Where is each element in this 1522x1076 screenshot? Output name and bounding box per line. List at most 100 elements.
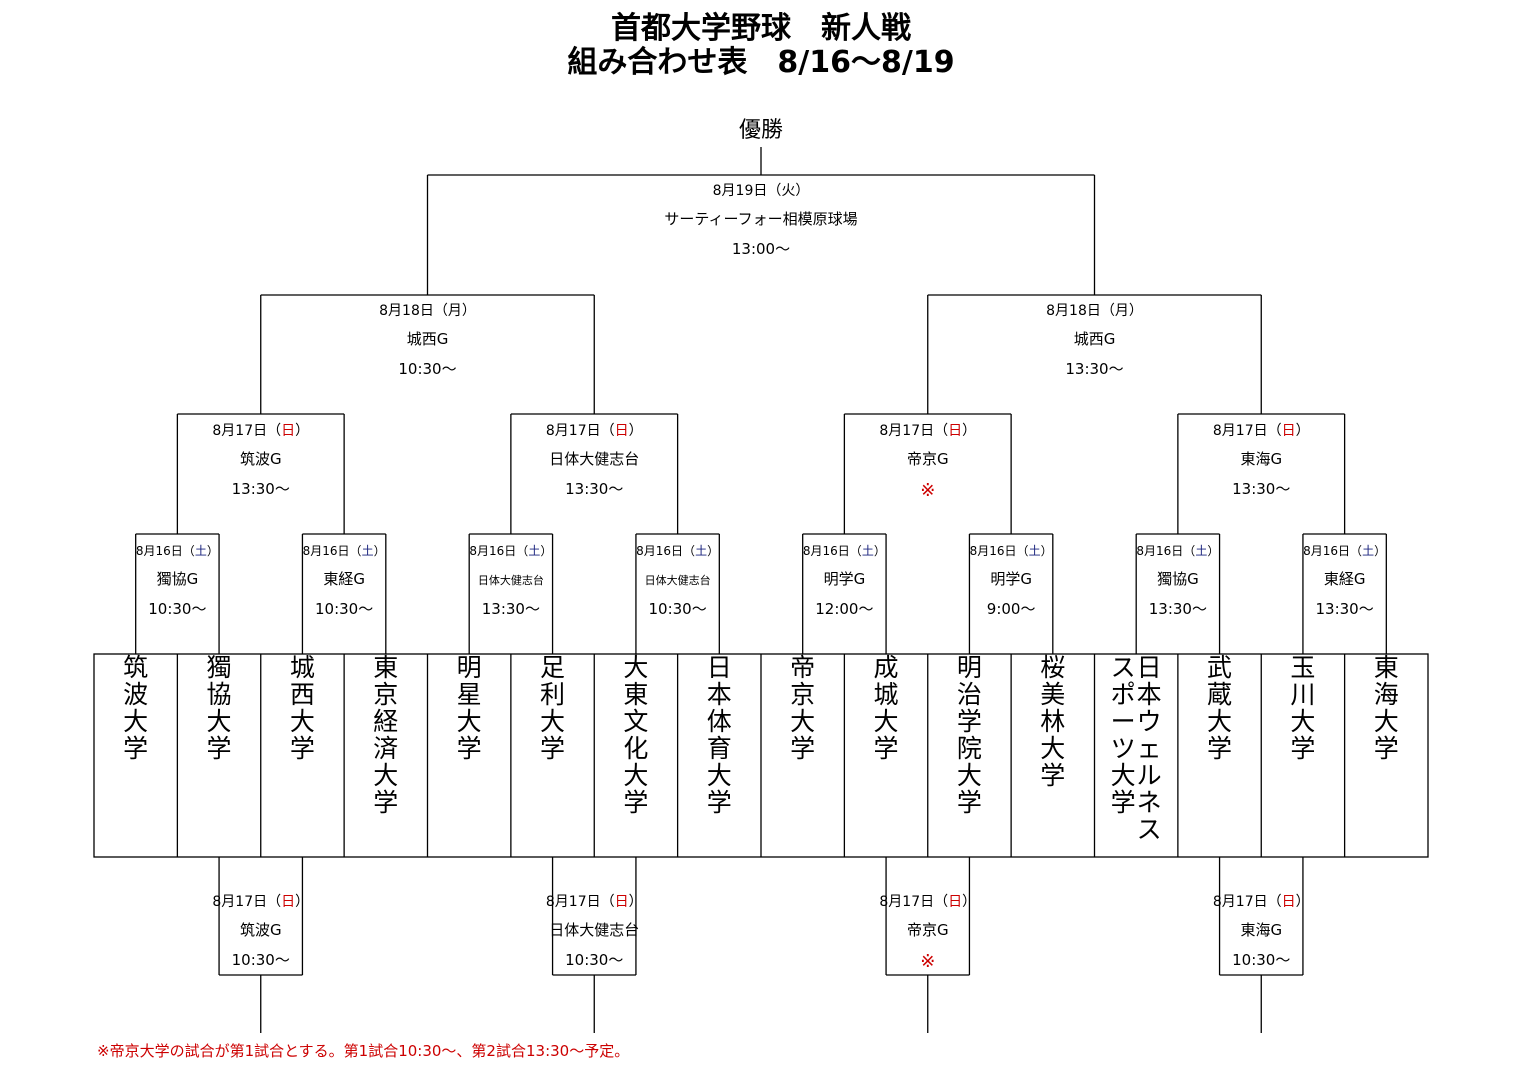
match-date-text: 8月17日（ — [212, 423, 281, 439]
team-name-char: 学 — [874, 734, 899, 763]
match-date: 8月17日（日） — [879, 423, 976, 439]
team-name-char: ポ — [1111, 680, 1136, 709]
team-name-char: 大 — [540, 707, 565, 736]
match-weekday: 土 — [1362, 544, 1374, 558]
team-name-char: ツ — [1111, 734, 1136, 763]
match-note: ※ — [920, 480, 935, 501]
match-date-close: ） — [962, 423, 976, 439]
match-venue: 日体大健志台 — [645, 573, 711, 587]
team-name-char: 蔵 — [1207, 680, 1232, 709]
match-time: 12:00～ — [815, 600, 873, 618]
match-weekday: 日 — [615, 423, 629, 439]
match-date-close: ） — [295, 423, 309, 439]
match-time: 10:30～ — [649, 600, 707, 618]
team-name-char: 学 — [1374, 734, 1399, 763]
match-venue: 城西G — [1074, 330, 1116, 348]
match-time: 10:30～ — [1232, 951, 1290, 969]
team-name-char: 大 — [957, 761, 982, 790]
team-name-char: 本 — [1137, 680, 1162, 709]
team-name-char: 学 — [957, 788, 982, 817]
team-name-char: ウ — [1137, 707, 1162, 736]
match-time: 13:30～ — [232, 480, 290, 498]
team-name-char: 学 — [1207, 734, 1232, 763]
match-weekday: 土 — [528, 544, 540, 558]
team-name-char: 城 — [874, 680, 899, 709]
match-time: 13:30～ — [565, 480, 623, 498]
match-date-close: ） — [540, 544, 552, 558]
team-name-char: 学 — [1040, 761, 1065, 790]
team-name-char: 大 — [373, 761, 398, 790]
team-name-char: 波 — [123, 680, 148, 709]
match-weekday: 月 — [1115, 303, 1129, 319]
team-name-char: 東 — [373, 653, 398, 682]
match-weekday: 日 — [948, 894, 962, 910]
match-date: 8月17日（日） — [1213, 423, 1310, 439]
match-date: 8月16日（土） — [1136, 544, 1219, 558]
match-time: 9:00～ — [987, 600, 1036, 618]
team-name-char: 学 — [373, 788, 398, 817]
team-name-char: 大 — [123, 707, 148, 736]
match-date-close: ） — [795, 183, 809, 199]
match-date-text: 8月16日（ — [1303, 544, 1362, 558]
match-weekday: 日 — [281, 423, 295, 439]
team-name-char: 学 — [207, 734, 232, 763]
match-venue: 日体大健志台 — [478, 573, 544, 587]
team-name-char: 海 — [1374, 680, 1399, 709]
match-date: 8月18日（月） — [379, 303, 476, 319]
team-name-char: 学 — [1111, 788, 1136, 817]
match-date-close: ） — [962, 894, 976, 910]
match-date-text: 8月16日（ — [469, 544, 528, 558]
team-name-char: 学 — [957, 707, 982, 736]
match-date: 8月17日（日） — [212, 423, 309, 439]
match-time: 10:30～ — [565, 951, 623, 969]
match-date: 8月16日（土） — [136, 544, 219, 558]
match-date-close: ） — [1041, 544, 1053, 558]
match-venue: 筑波G — [240, 921, 282, 939]
team-name-char: 東 — [1374, 653, 1399, 682]
team-name-char: 明 — [957, 653, 982, 682]
match-date: 8月16日（土） — [803, 544, 886, 558]
match-labels: 8月16日（土）獨協G10:30～8月16日（土）東経G10:30～8月16日（… — [136, 183, 1386, 972]
team-name-char: 大 — [1290, 707, 1315, 736]
match-time: 13:30～ — [1149, 600, 1207, 618]
team-name-char: ー — [1111, 707, 1136, 736]
team-name-char: 明 — [457, 653, 482, 682]
team-name-char: 大 — [207, 707, 232, 736]
match-time: 10:30～ — [398, 360, 456, 378]
match-date-close: ） — [1207, 544, 1219, 558]
footnote: ※帝京大学の試合が第1試合とする。第1試合10:30～、第2試合13:30～予定… — [97, 1042, 629, 1060]
team-name-char: 桜 — [1040, 653, 1065, 682]
match-date: 8月16日（土） — [636, 544, 719, 558]
team-name-char: 筑 — [123, 653, 148, 682]
match-venue: 帝京G — [907, 921, 949, 939]
match-date-close: ） — [1374, 544, 1386, 558]
match-date-close: ） — [1296, 423, 1310, 439]
team-name-char: 済 — [373, 734, 398, 763]
match-date: 8月16日（土） — [1303, 544, 1386, 558]
match-venue: 獨協G — [157, 570, 199, 588]
bracket-lines — [93, 147, 1429, 1033]
team-name-char: ネ — [1137, 788, 1162, 817]
match-date-close: ） — [462, 303, 476, 319]
match-date-close: ） — [1129, 303, 1143, 319]
match-venue: 日体大健志台 — [549, 450, 639, 468]
match-date-text: 8月16日（ — [1136, 544, 1195, 558]
team-name-char: 大 — [457, 707, 482, 736]
team-name-char: 武 — [1207, 653, 1232, 682]
champion-label: 優勝 — [739, 118, 783, 143]
match-venue: 帝京G — [907, 450, 949, 468]
match-note: ※ — [920, 951, 935, 972]
match-date-text: 8月19日（ — [713, 183, 782, 199]
team-name-char: 大 — [1207, 707, 1232, 736]
team-name-char: 大 — [1111, 761, 1136, 790]
match-date: 8月16日（土） — [970, 544, 1053, 558]
team-name-char: 林 — [1040, 707, 1065, 736]
match-venue: 東海G — [1240, 450, 1282, 468]
